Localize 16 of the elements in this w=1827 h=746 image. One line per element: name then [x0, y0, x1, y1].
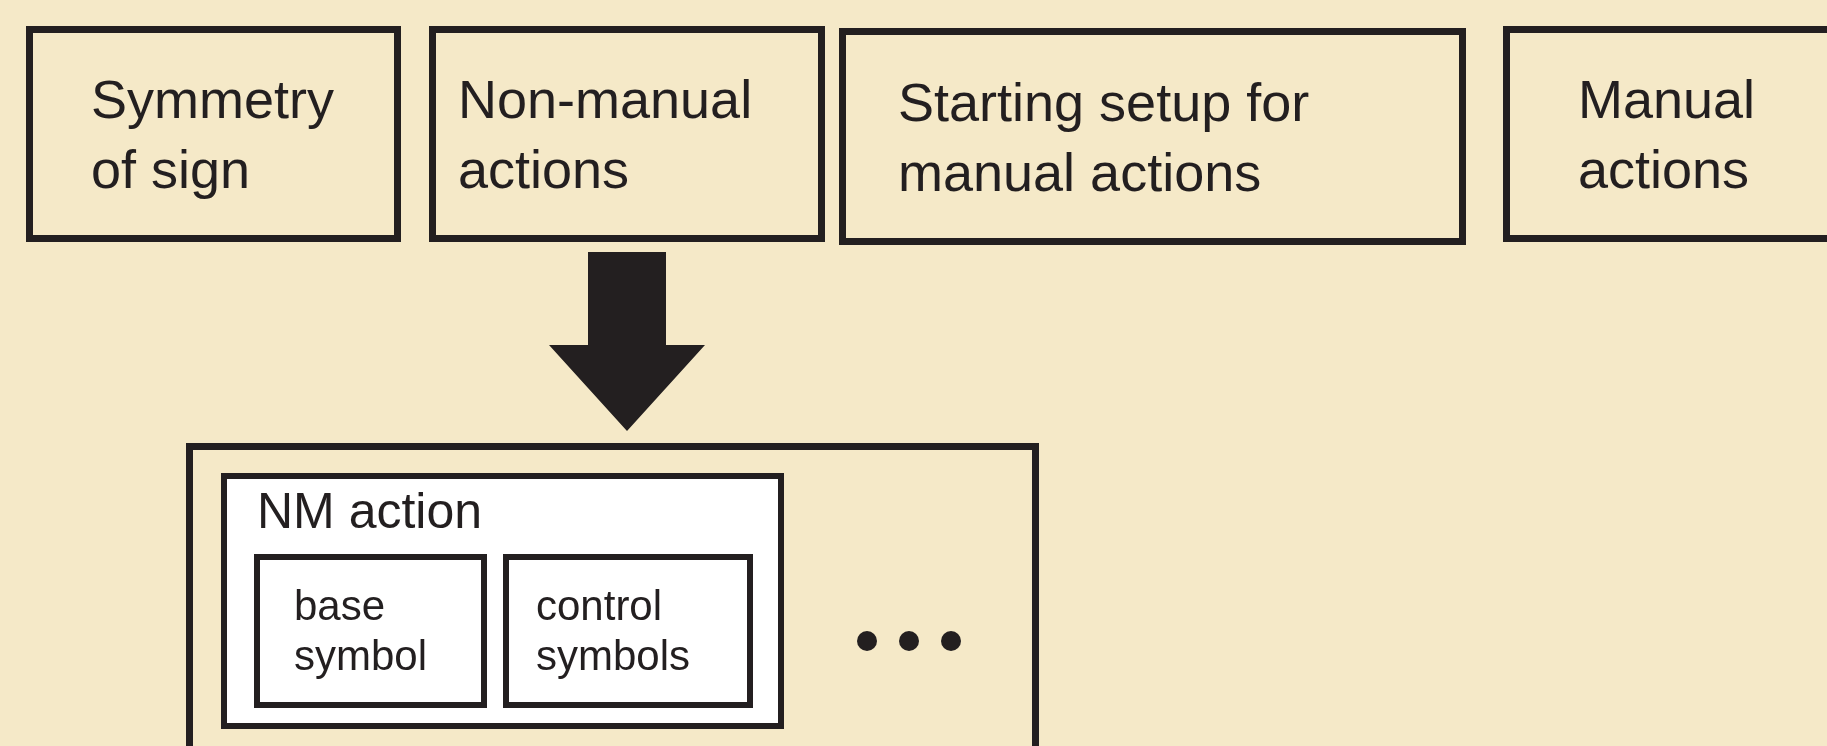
category-box	[1503, 26, 1827, 242]
box-label: control symbols	[536, 581, 692, 681]
box-label: Manual actions	[1578, 68, 1757, 201]
group-box	[221, 473, 784, 729]
box-label: Non-manual actions	[458, 68, 754, 201]
block-arrow	[549, 252, 705, 431]
category-box	[839, 28, 1466, 245]
symbol-box	[503, 554, 753, 708]
category-box	[429, 26, 825, 242]
box-label: Symmetry of sign	[91, 68, 335, 201]
symbol-box	[254, 554, 487, 708]
box-label: base symbol	[294, 581, 429, 681]
frame-box	[186, 443, 1039, 746]
box-label: NM action	[257, 483, 484, 539]
category-box	[26, 26, 401, 242]
box-label: Starting setup for manual actions	[898, 70, 1311, 204]
